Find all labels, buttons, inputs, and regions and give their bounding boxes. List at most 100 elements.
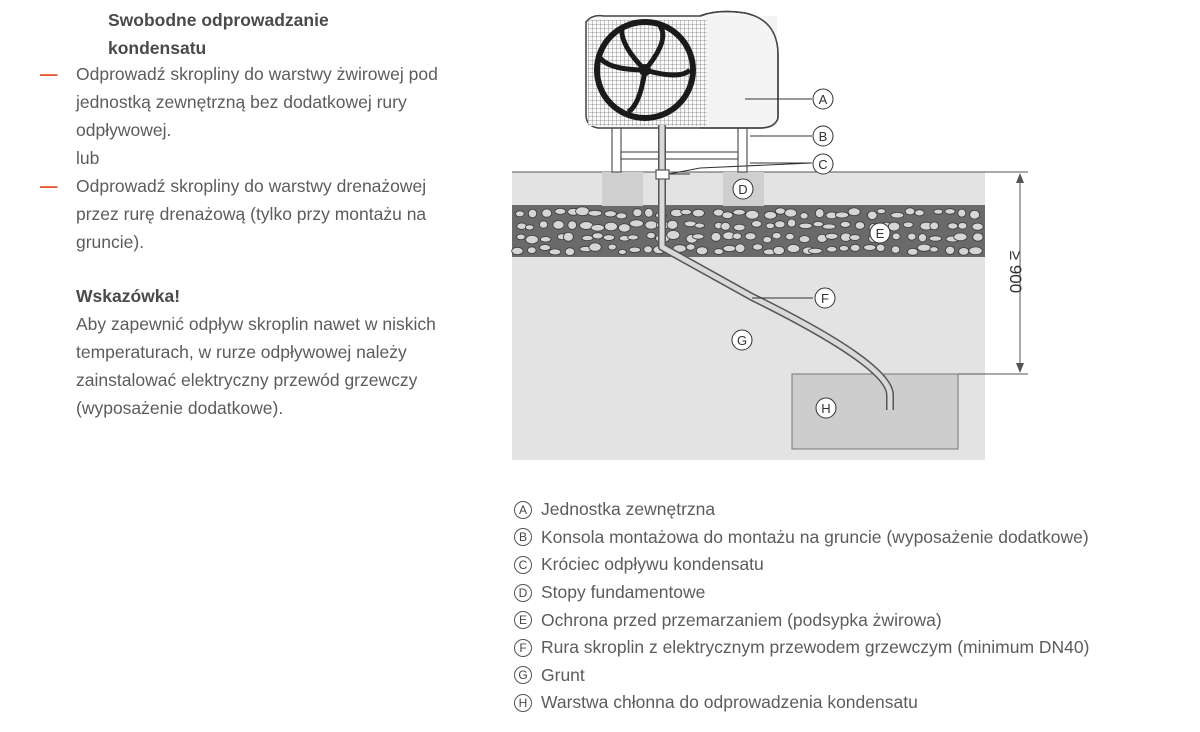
gravel-stone [629, 219, 644, 228]
gravel-stone [694, 222, 705, 229]
legend-text-e: Ochrona przed przemarzaniem (podsypka żw… [541, 609, 942, 630]
gravel-stone [957, 208, 967, 218]
gravel-stone [786, 218, 797, 228]
gravel-stone [554, 207, 567, 215]
callout-f: F [814, 287, 836, 309]
svg-text:D: D [738, 182, 747, 197]
gravel-stone [929, 221, 939, 231]
legend-item-h: H Warstwa chłonna do odprowadzenia konden… [514, 689, 1194, 717]
gravel-stone [902, 221, 914, 228]
gravel-stone [721, 211, 734, 220]
legend-marker-d: D [514, 583, 532, 602]
gravel-stone [692, 233, 705, 240]
gravel-stone [744, 232, 757, 241]
gravel-stone [798, 222, 813, 229]
gravel-stone [564, 247, 576, 257]
gravel-stone [763, 211, 778, 220]
legend-item-d: D Stopy fundamentowe [514, 579, 1194, 607]
gravel-stone [541, 208, 552, 218]
legend-text-a: Jednostka zewnętrzna [541, 499, 716, 520]
gravel-stone [604, 221, 618, 232]
bullet-text-1: Odprowadź skropliny do warstwy żwirowej … [76, 64, 438, 140]
gravel-stone [720, 221, 731, 231]
gravel-stone [733, 223, 746, 232]
gravel-stone [762, 236, 772, 244]
gravel-stone [798, 235, 811, 244]
gravel-stone [958, 247, 970, 256]
callout-leaders [669, 98, 813, 299]
gravel-stone [591, 232, 604, 240]
gravel-stone [525, 234, 539, 245]
gravel-stone [511, 246, 524, 256]
gravel-stone [527, 246, 537, 255]
legend-marker-f: F [514, 638, 532, 657]
gravel-stone [968, 246, 983, 256]
console-leg-right [737, 121, 748, 173]
gravel-stone [945, 245, 956, 255]
gravel-stone [847, 207, 861, 217]
gravel-stone [627, 234, 639, 241]
gravel-stone [751, 220, 762, 228]
gravel-stone [775, 207, 786, 215]
legend-marker-h: H [514, 693, 532, 712]
gravel-stone [548, 248, 562, 256]
gravel-stone [849, 234, 861, 241]
gravel-stone [971, 222, 984, 231]
section-heading: Swobodne odprowadzanie kondensatu [108, 10, 329, 58]
gravel-stone [618, 249, 627, 255]
gravel-stone [867, 210, 878, 220]
foundation-foot-left [602, 172, 643, 206]
gravel-stone [839, 220, 851, 228]
gravel-stone [732, 208, 746, 216]
gravel-stone [972, 232, 984, 242]
gravel-stone [581, 235, 594, 242]
gravel-stone [822, 223, 837, 230]
gravel-stone [575, 206, 590, 217]
gravel-stone [590, 224, 605, 232]
gravel-stone [907, 232, 917, 241]
callout-circles: A B C D E F G H [731, 88, 891, 419]
gravel-stone [516, 233, 526, 241]
legend-text-d: Stopy fundamentowe [541, 582, 706, 603]
legend-text-h: Warstwa chłonna do odprowadzenia kondens… [541, 692, 918, 713]
gravel-stone [680, 209, 692, 216]
legend-marker-b: B [514, 528, 532, 547]
svg-text:E: E [876, 226, 885, 241]
gravel-stone [607, 243, 617, 251]
gravel-stone [916, 243, 932, 252]
gravel-stone [907, 247, 919, 256]
gravel-stone [876, 208, 886, 215]
legend-marker-e: E [514, 611, 532, 630]
gravel-stone [752, 243, 763, 251]
gravel-stone [643, 245, 653, 254]
legend-text-c: Króciec odpływu kondensatu [541, 554, 764, 575]
gravel-stone [944, 208, 956, 215]
gravel-stone [875, 243, 886, 252]
bullet-text-2: Odprowadź skropliny do warstwy drenażowe… [76, 176, 427, 252]
gravel-stone [587, 209, 603, 217]
legend-text-f: Rura skroplin z elektrycznym przewodem g… [541, 637, 1090, 658]
hint-title: Wskazówka! [76, 286, 181, 306]
gravel-stone [666, 230, 681, 240]
gravel-stone [646, 231, 656, 239]
gravel-stone [588, 242, 602, 252]
gravel-stone [722, 244, 737, 253]
gravel-stone [539, 244, 552, 251]
gravel-stone [765, 222, 775, 229]
drain-pipe [659, 125, 893, 410]
gravel-stone [799, 212, 809, 220]
gravel-stone [838, 245, 850, 252]
outdoor-unit-side [707, 16, 777, 126]
gravel-stone [854, 221, 866, 230]
dimension-label: ≥ 900 [1006, 251, 1025, 293]
callout-g: G [731, 329, 753, 351]
gravel-stones [511, 206, 984, 257]
bullet-list: — Odprowadź skropliny do warstwy żwirowe… [40, 60, 460, 256]
svg-text:C: C [818, 157, 827, 172]
console-leg-left [611, 121, 622, 173]
bullet-item-1: — Odprowadź skropliny do warstwy żwirowe… [40, 60, 460, 144]
gravel-stone [644, 208, 654, 218]
